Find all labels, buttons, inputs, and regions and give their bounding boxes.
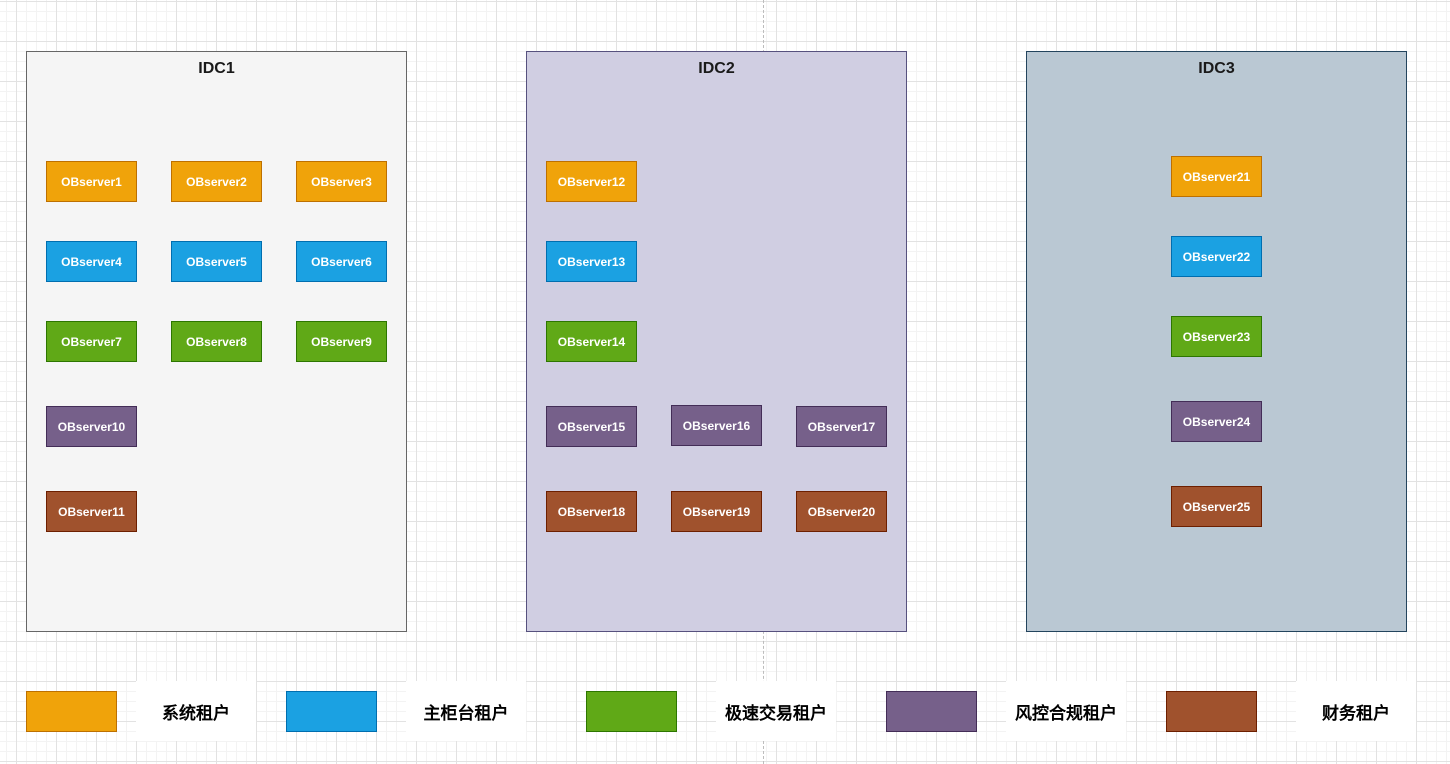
server-node[interactable]: OBserver3	[296, 161, 387, 202]
server-node[interactable]: OBserver15	[546, 406, 637, 447]
server-node[interactable]: OBserver14	[546, 321, 637, 362]
idc3-title: IDC3	[1198, 60, 1235, 77]
server-node[interactable]: OBserver20	[796, 491, 887, 532]
server-node[interactable]: OBserver24	[1171, 401, 1262, 442]
idc2-title: IDC2	[698, 60, 735, 77]
idc1-title: IDC1	[198, 60, 235, 77]
server-node[interactable]: OBserver11	[46, 491, 137, 532]
server-node[interactable]: OBserver21	[1171, 156, 1262, 197]
server-node[interactable]: OBserver8	[171, 321, 262, 362]
server-node[interactable]: OBserver12	[546, 161, 637, 202]
server-node[interactable]: OBserver25	[1171, 486, 1262, 527]
server-node[interactable]: OBserver2	[171, 161, 262, 202]
server-node[interactable]: OBserver18	[546, 491, 637, 532]
legend-label-finance[interactable]: 财务租户	[1296, 681, 1416, 741]
legend-swatch-fast[interactable]	[586, 691, 677, 732]
server-node[interactable]: OBserver13	[546, 241, 637, 282]
server-node[interactable]: OBserver7	[46, 321, 137, 362]
legend-label-fast[interactable]: 极速交易租户	[716, 681, 836, 741]
server-node[interactable]: OBserver4	[46, 241, 137, 282]
server-node[interactable]: OBserver22	[1171, 236, 1262, 277]
server-node[interactable]: OBserver5	[171, 241, 262, 282]
legend-swatch-counter[interactable]	[286, 691, 377, 732]
server-node[interactable]: OBserver10	[46, 406, 137, 447]
legend-swatch-finance[interactable]	[1166, 691, 1257, 732]
legend-label-counter[interactable]: 主柜台租户	[406, 681, 526, 741]
server-node[interactable]: OBserver16	[671, 405, 762, 446]
server-node[interactable]: OBserver9	[296, 321, 387, 362]
legend-swatch-risk[interactable]	[886, 691, 977, 732]
legend-label-risk[interactable]: 风控合规租户	[1006, 681, 1126, 741]
legend-swatch-system[interactable]	[26, 691, 117, 732]
legend-label-system[interactable]: 系统租户	[136, 681, 256, 741]
server-node[interactable]: OBserver1	[46, 161, 137, 202]
server-node[interactable]: OBserver19	[671, 491, 762, 532]
server-node[interactable]: OBserver17	[796, 406, 887, 447]
server-node[interactable]: OBserver23	[1171, 316, 1262, 357]
server-node[interactable]: OBserver6	[296, 241, 387, 282]
